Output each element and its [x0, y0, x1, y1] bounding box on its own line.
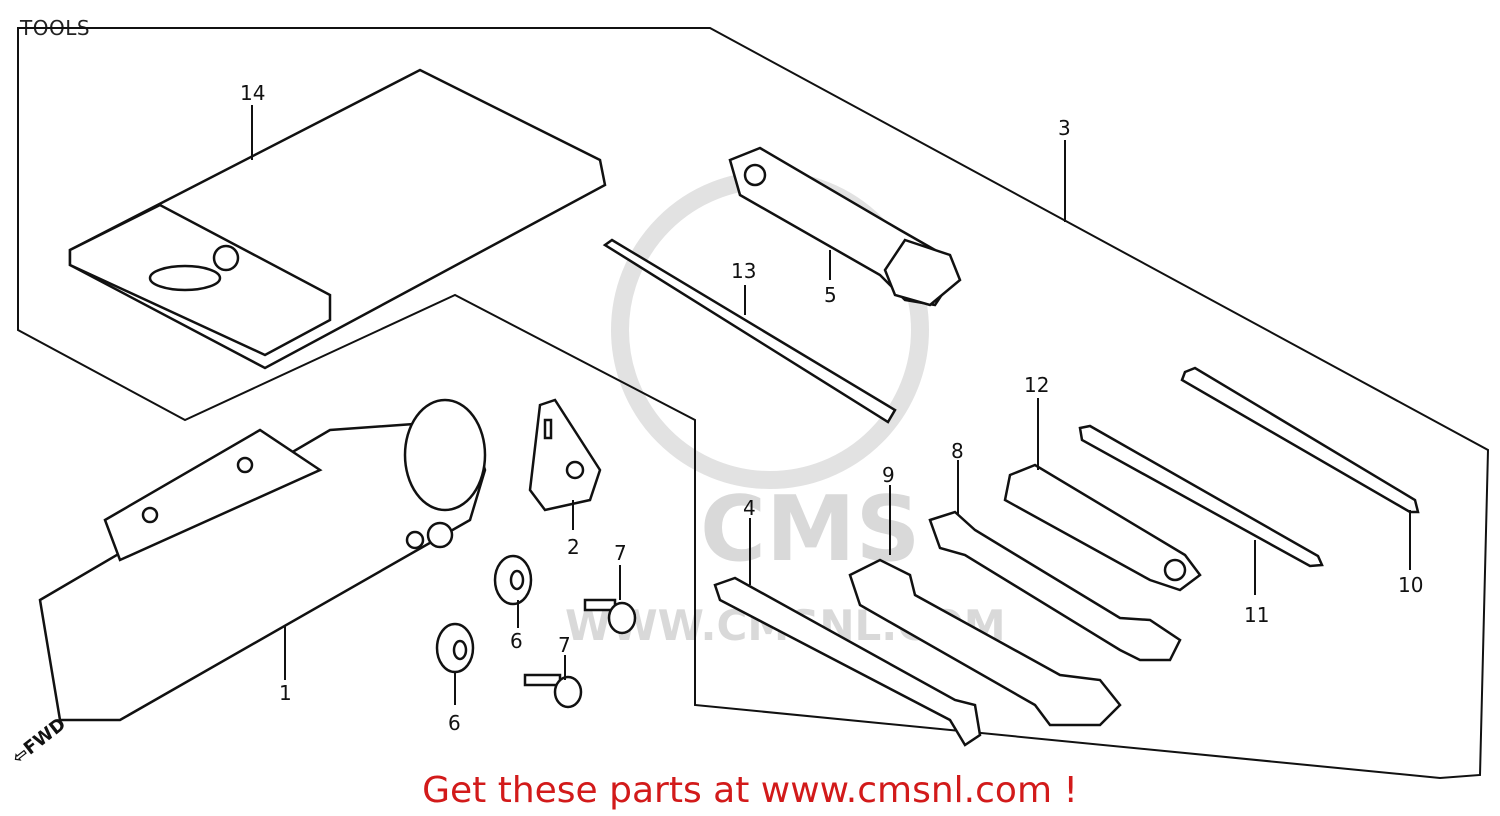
callout-13: 13 — [731, 259, 756, 283]
band — [528, 398, 602, 512]
callouts: 14 3 13 5 12 1 2 7 6 7 6 4 9 8 11 10 — [240, 81, 1423, 735]
callout-10: 10 — [1398, 573, 1423, 597]
kit-outline — [17, 27, 1490, 780]
tool-holder — [38, 398, 487, 722]
bolt-lower — [523, 673, 583, 709]
callout-7-lower: 7 — [558, 633, 571, 657]
callout-1: 1 — [279, 681, 292, 705]
callout-5: 5 — [824, 283, 837, 307]
callout-2: 2 — [567, 535, 580, 559]
washer-upper — [493, 554, 533, 606]
callout-7-upper: 7 — [614, 541, 627, 565]
plug-wrench — [728, 146, 962, 307]
callout-11: 11 — [1244, 603, 1269, 627]
callout-8: 8 — [951, 439, 964, 463]
leader-lines — [251, 105, 1411, 705]
bar — [602, 238, 897, 424]
wrench-10x12 — [928, 510, 1182, 662]
promo-link-text[interactable]: Get these parts at www.cmsnl.com ! — [422, 770, 1078, 811]
callout-6-lower: 6 — [448, 711, 461, 735]
callout-6-upper: 6 — [510, 629, 523, 653]
callout-12: 12 — [1024, 373, 1049, 397]
callout-3: 3 — [1058, 116, 1071, 140]
callout-14: 14 — [240, 81, 265, 105]
spanner — [713, 576, 982, 747]
screwdriver-10 — [1180, 366, 1420, 514]
wrench-14x17 — [848, 558, 1122, 727]
bolt-upper — [583, 598, 637, 635]
screwdriver-11 — [1078, 424, 1324, 568]
tool-bag — [68, 68, 607, 370]
washer-lower — [435, 622, 475, 674]
callout-4: 4 — [743, 496, 756, 520]
screwdriver-grip — [1003, 463, 1202, 592]
callout-9: 9 — [882, 463, 895, 487]
